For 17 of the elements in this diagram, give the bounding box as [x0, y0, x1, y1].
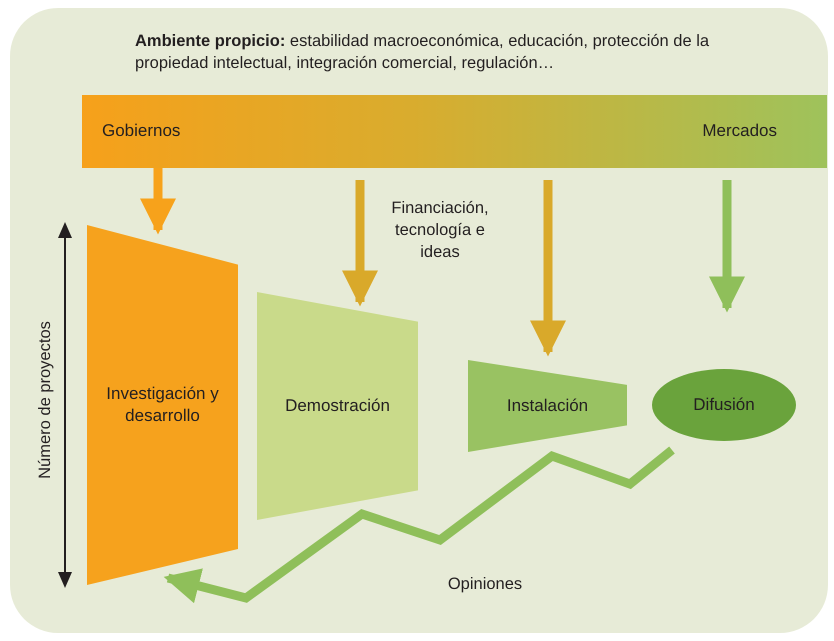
stage-label: Instalación — [506, 395, 588, 417]
edge-label: Financiación, tecnología e ideas — [390, 198, 490, 263]
arrow — [164, 446, 675, 604]
heading-text: Ambiente propicio: estabilidad macroeconómica, educación, protección de la propiedad intelectual, integración comercial, regulación… — [135, 31, 710, 74]
arrow — [140, 168, 176, 234]
axis-label: Número de proyectos — [35, 320, 55, 481]
band-label: Gobiernos — [102, 120, 180, 142]
arrow — [709, 180, 745, 312]
edge-label: Opiniones — [446, 574, 524, 595]
stage-label: Difusión — [693, 394, 755, 416]
gradient-band — [82, 95, 827, 168]
stage-label: Investigación y desarrollo — [105, 383, 220, 427]
band-label: Mercados — [702, 120, 777, 142]
background-panel — [10, 8, 828, 633]
arrow — [342, 180, 378, 306]
stage-label: Demostración — [285, 395, 390, 417]
arrow — [530, 180, 566, 356]
